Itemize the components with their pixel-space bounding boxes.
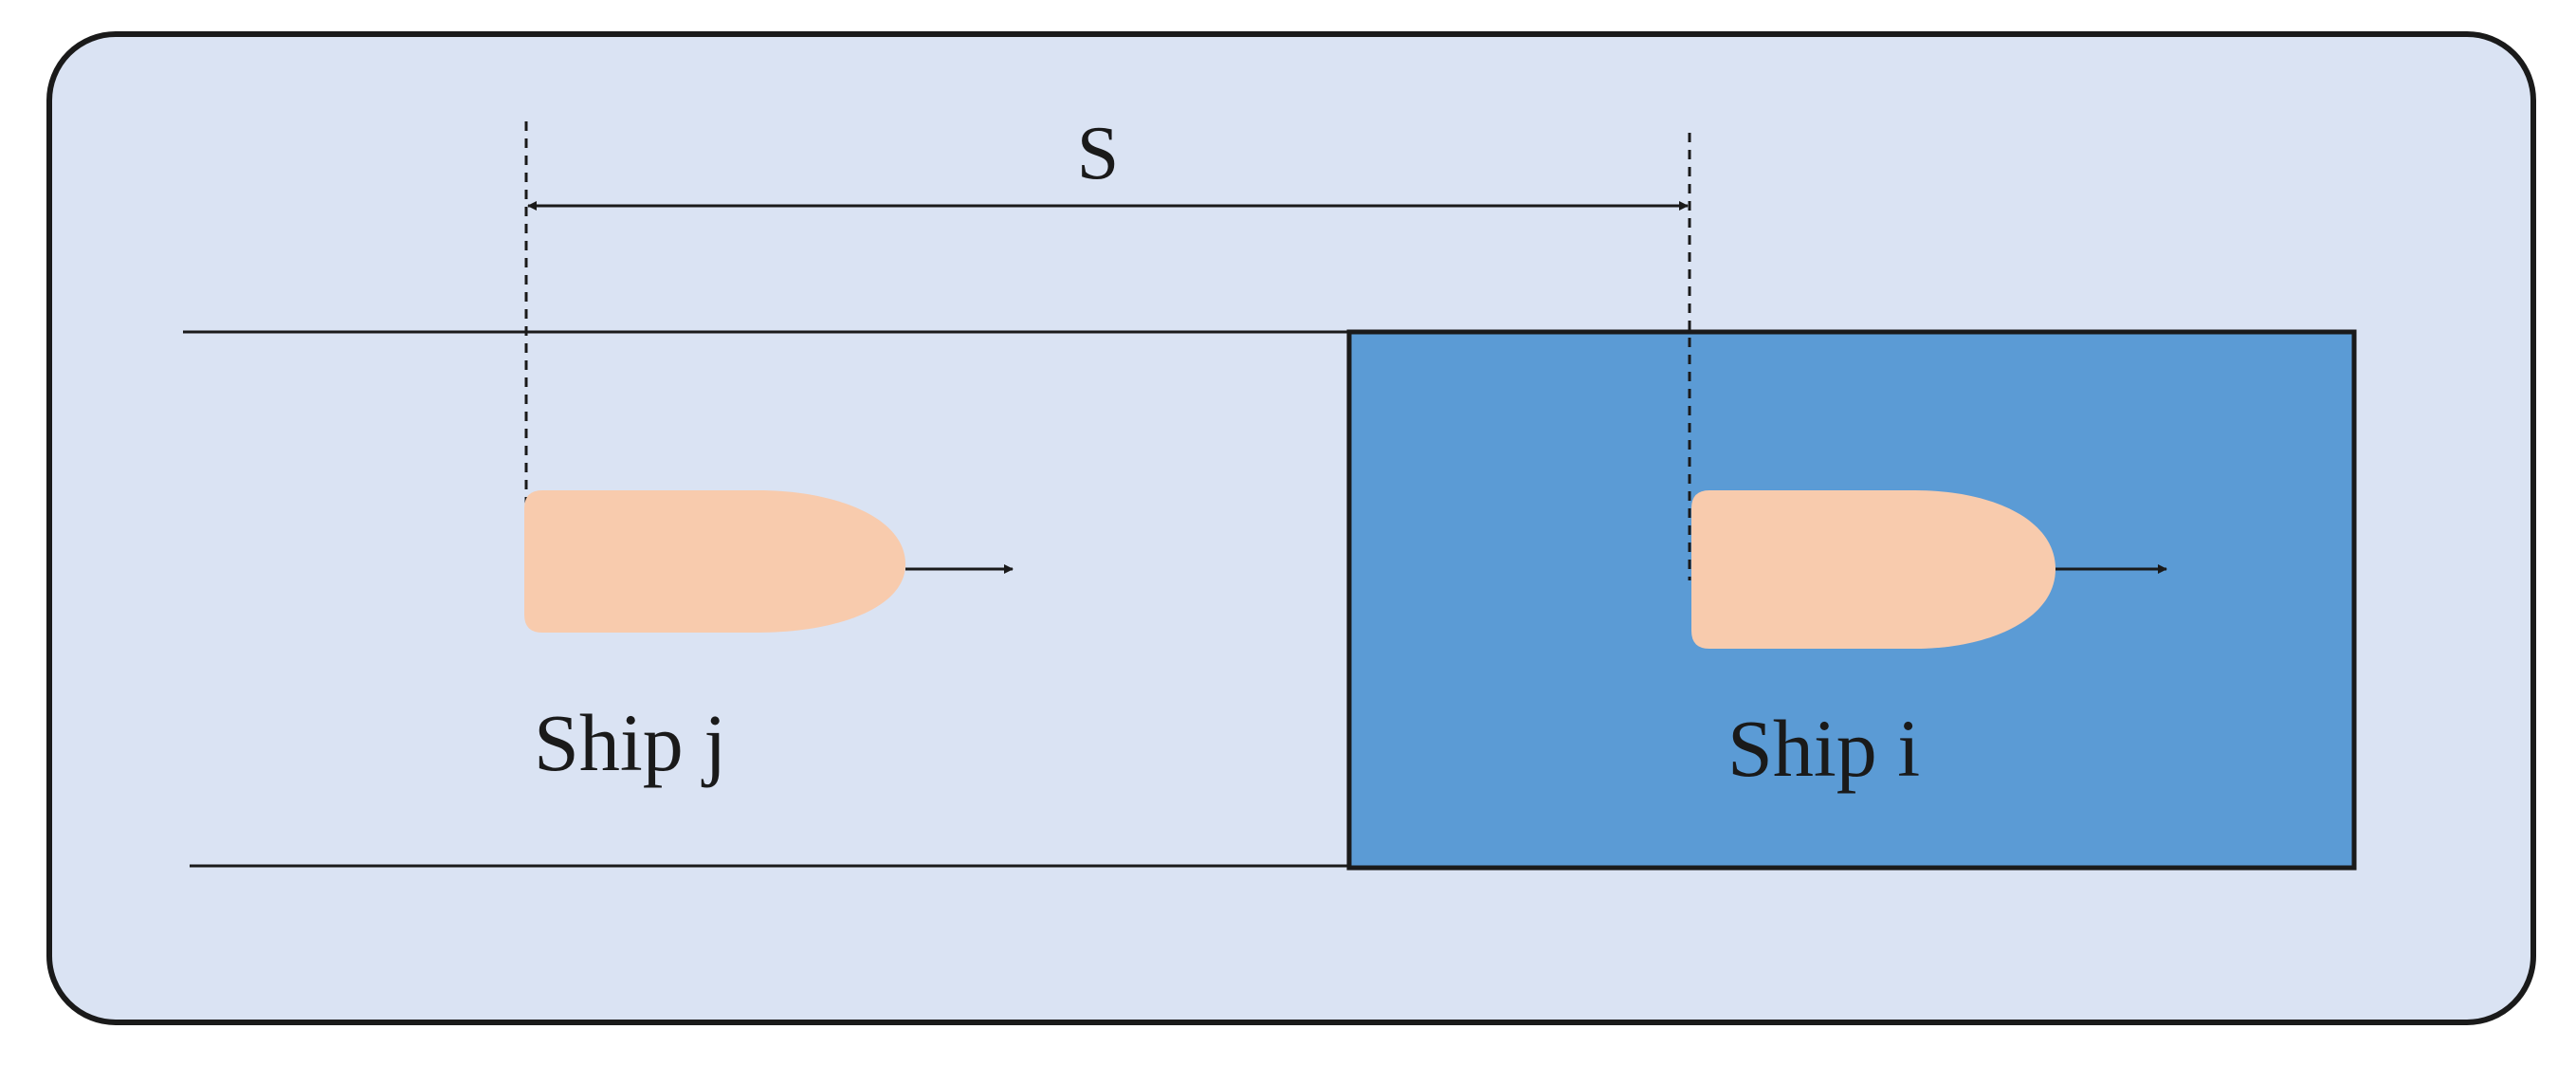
ship-j-hull (524, 490, 905, 633)
ship-i-hull (1691, 490, 2055, 649)
ship-i (1691, 490, 2167, 649)
ship-j (524, 490, 1014, 633)
ship-j-label: Ship j (534, 697, 726, 788)
ship-i-label: Ship i (1727, 703, 1920, 794)
distance-label: S (1077, 112, 1120, 195)
